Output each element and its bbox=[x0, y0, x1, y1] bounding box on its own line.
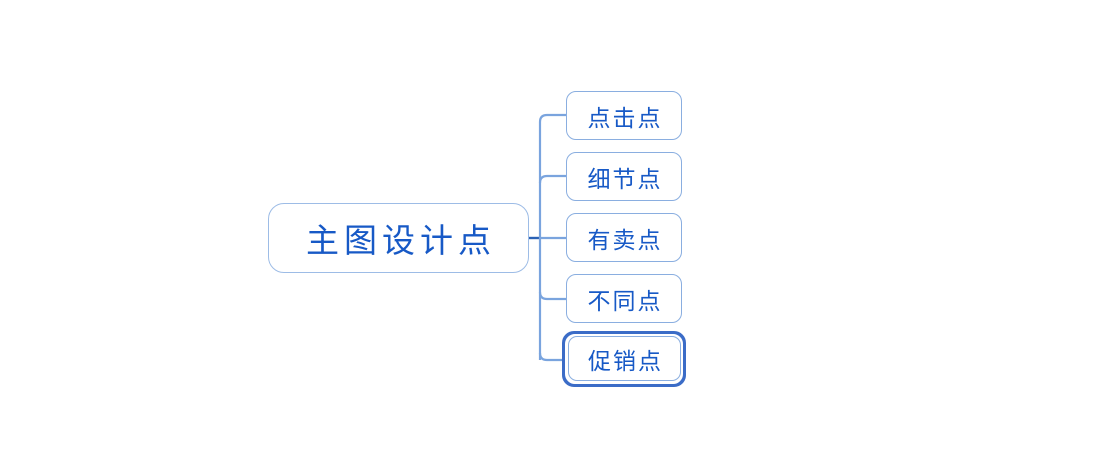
connector-branch-3 bbox=[538, 291, 566, 301]
mindmap-branch-node-0[interactable]: 点击点 bbox=[566, 91, 682, 140]
node-selection-frame bbox=[562, 331, 686, 387]
mindmap-branch-node-2[interactable]: 有卖点 bbox=[566, 213, 682, 262]
connector-branch-0 bbox=[538, 113, 566, 128]
node-selection-gap bbox=[565, 334, 683, 384]
mindmap-branch-node-1[interactable]: 细节点 bbox=[566, 152, 682, 201]
mindmap-branch-node-4-selected[interactable]: 促销点 bbox=[568, 336, 681, 381]
mindmap-root-node[interactable]: 主图设计点 bbox=[268, 203, 529, 273]
mindmap-branch-node-3[interactable]: 不同点 bbox=[566, 274, 682, 323]
connector-branch-1 bbox=[538, 174, 566, 184]
